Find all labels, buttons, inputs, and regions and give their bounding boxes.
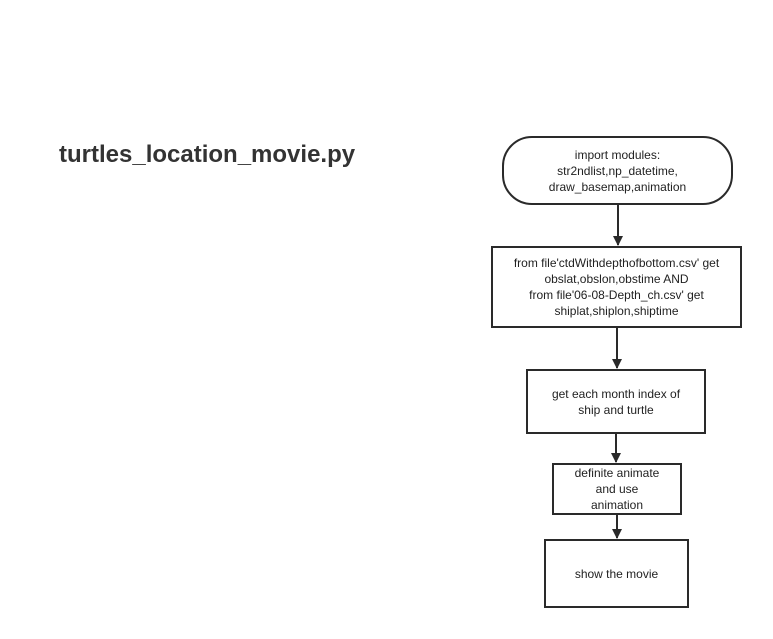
page-title: turtles_location_movie.py xyxy=(59,141,356,168)
node-animate-line-2: and use xyxy=(595,482,639,496)
node-import-modules: import modules: str2ndlist,np_datetime, … xyxy=(502,136,733,205)
node-import-modules-line-2: str2ndlist,np_datetime, xyxy=(557,163,678,178)
node-import-modules-line-3: draw_basemap,animation xyxy=(548,179,687,194)
node-animate-line-1: definite animate xyxy=(574,466,660,480)
node-animate-line-3: animation xyxy=(590,498,643,512)
node-show-movie-line-1: show the movie xyxy=(574,566,659,581)
node-month-index-line-1: get each month index of xyxy=(551,386,681,401)
node-show-movie: show the movie xyxy=(544,539,689,608)
node-read-files-line-4: shiplat,shiplon,shiptime xyxy=(554,304,679,318)
node-read-files-line-2: obslat,obslon,obstime AND xyxy=(544,272,689,286)
node-read-files-line-3: from file'06-08-Depth_ch.csv' get xyxy=(529,288,704,302)
node-read-files: from file'ctdWithdepthofbottom.csv' get … xyxy=(491,246,742,328)
node-month-index-line-2: ship and turtle xyxy=(578,402,654,417)
node-import-modules-line-1: import modules: xyxy=(574,147,661,162)
node-animate: definite animate and use animation xyxy=(552,463,682,515)
node-month-index: get each month index of ship and turtle xyxy=(526,369,706,434)
node-read-files-line-1: from file'ctdWithdepthofbottom.csv' get xyxy=(513,256,720,270)
